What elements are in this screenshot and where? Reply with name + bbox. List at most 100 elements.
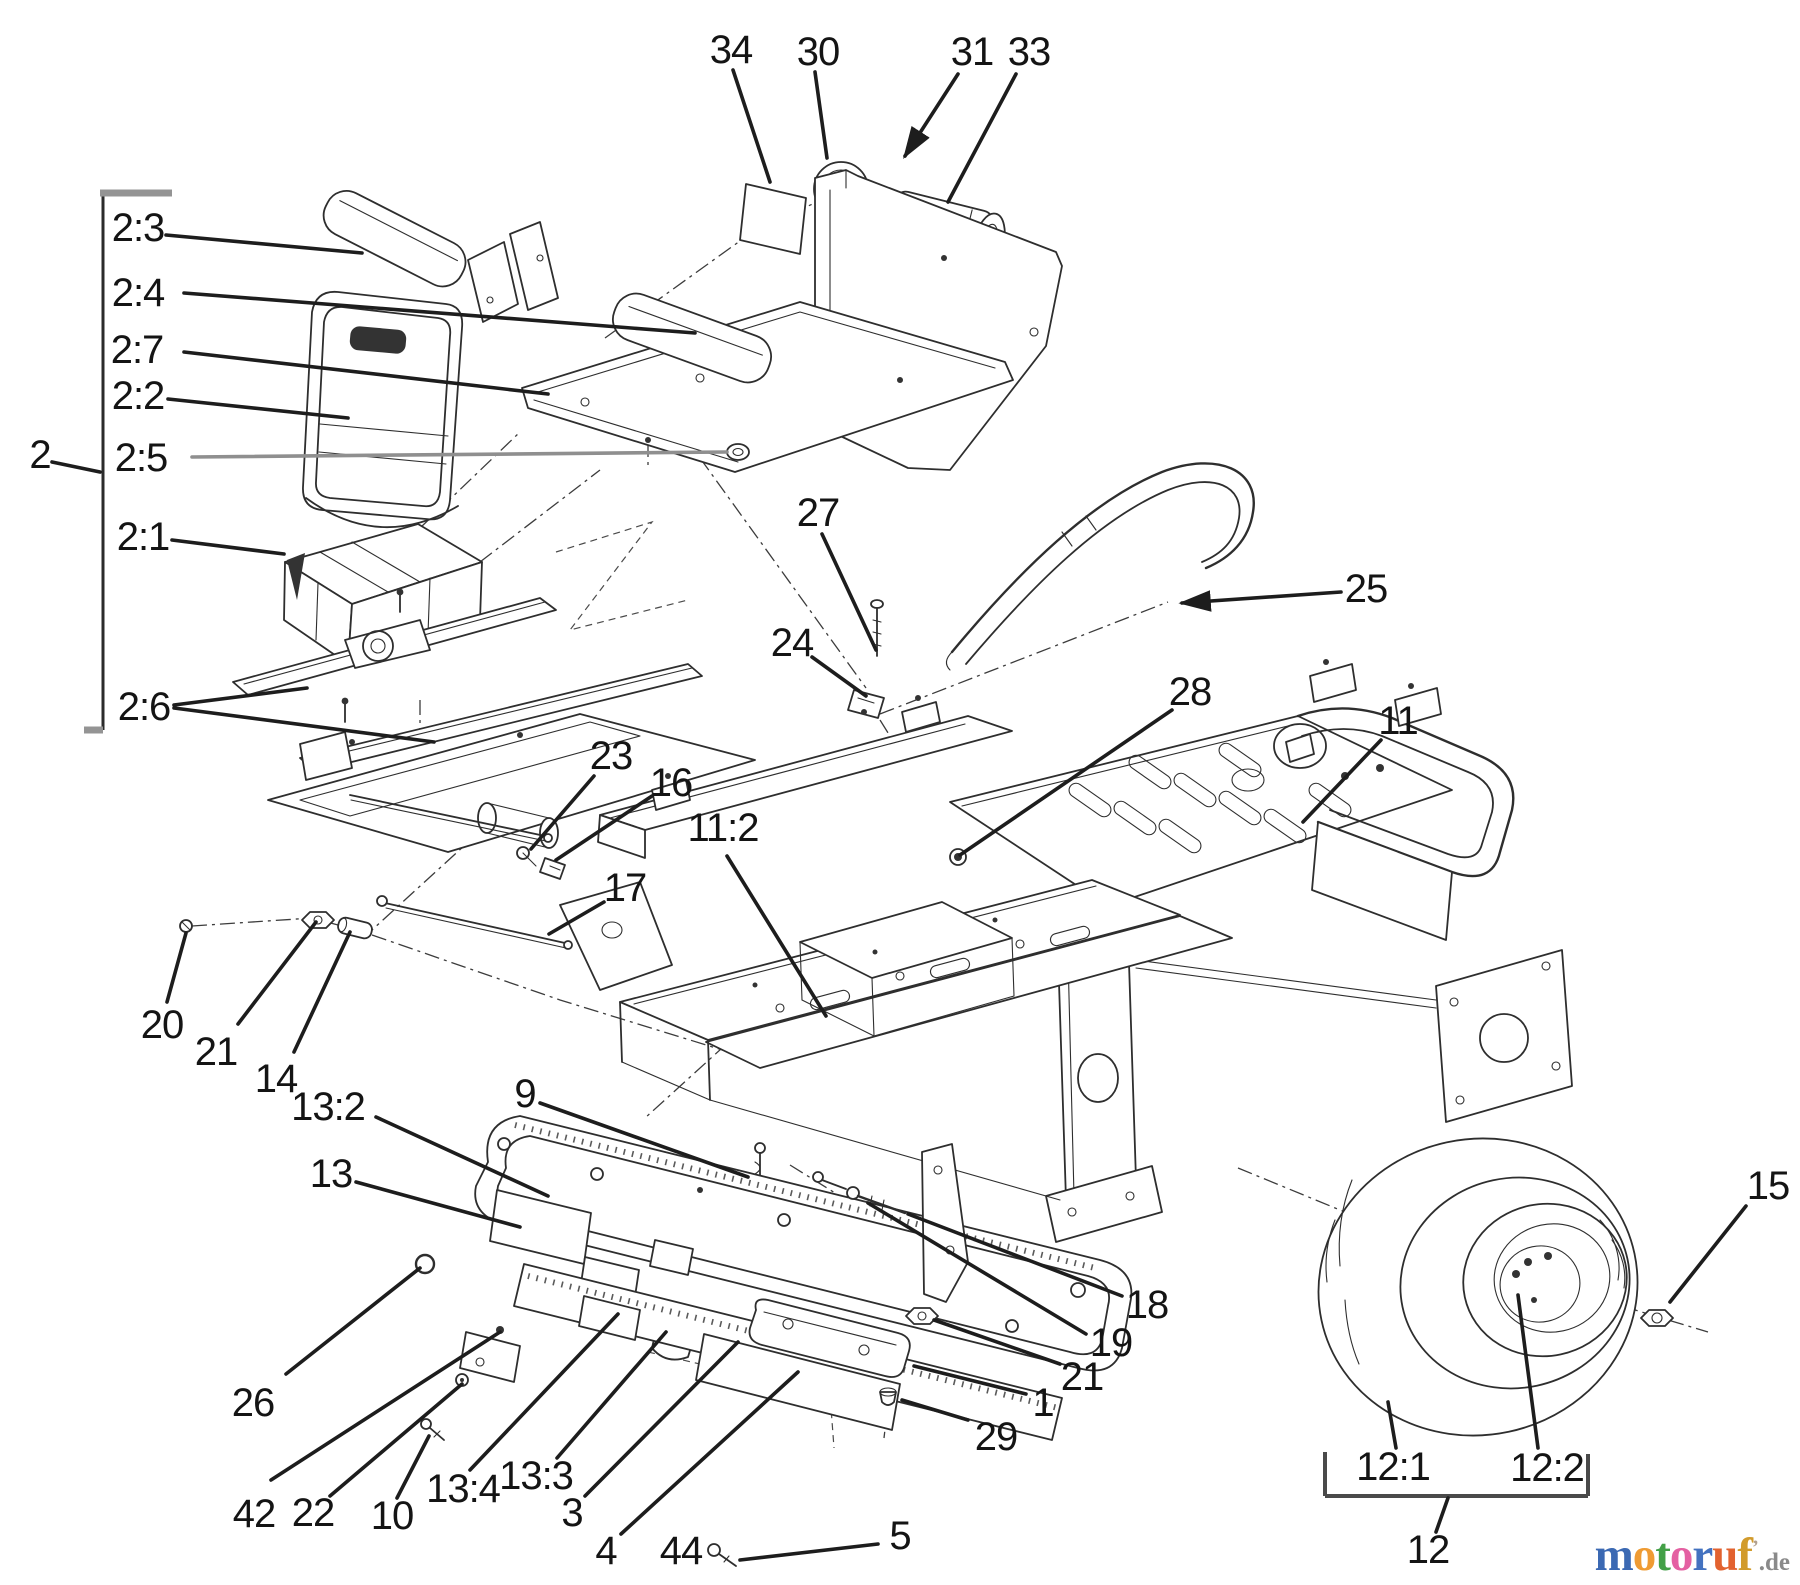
callout-label-10: 10 xyxy=(370,1494,414,1538)
watermark-letter: r xyxy=(1692,1529,1713,1581)
leader-line-2 xyxy=(50,460,102,474)
plug-29-part xyxy=(879,1387,897,1406)
leader-line-42 xyxy=(269,1330,502,1482)
armrest-left-part xyxy=(322,190,467,288)
bumper-loop-part xyxy=(1285,659,1515,878)
nut-21-right-part xyxy=(905,1307,939,1325)
leader-line-2-4 xyxy=(182,291,697,335)
callout-label-13-4: 13:4 xyxy=(426,1467,501,1511)
leader-line-21-left xyxy=(236,920,318,1026)
leader-line-16 xyxy=(554,794,654,862)
leader-line-13-3 xyxy=(555,1330,668,1460)
leader-line-19 xyxy=(866,1201,1088,1336)
lug-nut-15-part xyxy=(1640,1309,1674,1327)
leader-line-10 xyxy=(395,1434,431,1500)
leader-line-1 xyxy=(912,1364,1028,1396)
watermark-letter: u xyxy=(1712,1529,1738,1581)
callout-label-2-2: 2:2 xyxy=(111,374,166,418)
leader-line-3 xyxy=(583,1340,740,1498)
decal-13-4-part xyxy=(578,1295,641,1341)
callout-label-2-7: 2:7 xyxy=(110,328,165,372)
leader-line-22 xyxy=(328,1382,464,1498)
decal-13-3-part xyxy=(695,1333,901,1431)
leader-line-9 xyxy=(538,1101,750,1179)
frame-art xyxy=(559,659,1573,1243)
leader-line-31 xyxy=(903,72,960,160)
callout-label-17: 17 xyxy=(603,866,647,910)
watermark-letter: o xyxy=(1632,1529,1656,1581)
leader-line-29 xyxy=(900,1398,970,1422)
link-rod-upper-part xyxy=(349,794,553,843)
callout-label-13-3: 13:3 xyxy=(499,1454,574,1498)
plate-34-part xyxy=(739,183,807,255)
nut-21-part xyxy=(301,911,335,929)
callout-label-2-6: 2:6 xyxy=(117,685,172,729)
tire-part xyxy=(1317,1137,1639,1437)
watermark-tick: ’ xyxy=(1752,1536,1759,1559)
callout-label-15: 15 xyxy=(1746,1164,1790,1208)
callout-label-30: 30 xyxy=(796,30,840,74)
callout-label-14: 14 xyxy=(254,1057,298,1101)
leader-line-13 xyxy=(354,1180,522,1229)
callout-label-34: 34 xyxy=(709,28,753,72)
clip-16-part xyxy=(539,857,566,880)
leader-line-2-1 xyxy=(170,538,286,556)
group-brackets xyxy=(84,189,1590,1498)
spacer-14-part xyxy=(337,916,373,940)
callout-label-16: 16 xyxy=(649,761,693,805)
callout-label-21-left: 21 xyxy=(194,1030,238,1074)
leader-lines xyxy=(50,68,1748,1562)
callout-label-11-2: 11:2 xyxy=(687,806,760,850)
callout-label-44: 44 xyxy=(659,1529,703,1573)
watermark-letter: f xyxy=(1737,1529,1753,1581)
callout-label-27: 27 xyxy=(796,491,840,535)
armrest-bracket-part xyxy=(467,241,519,323)
watermark-letter: o xyxy=(1669,1529,1693,1581)
callout-label-2: 2 xyxy=(29,433,51,477)
wheel-art xyxy=(1317,1137,1674,1437)
leader-line-2-7 xyxy=(182,350,550,396)
link-rod-17-part xyxy=(376,895,573,950)
front-panel-art xyxy=(414,1115,1133,1567)
leader-line-2-3 xyxy=(164,233,364,255)
leader-line-15 xyxy=(1668,1204,1748,1304)
leader-line-17 xyxy=(547,900,606,936)
callout-label-33: 33 xyxy=(1007,30,1051,74)
leader-line-2-5 xyxy=(190,450,729,459)
callout-label-28: 28 xyxy=(1168,670,1212,714)
callout-label-9: 9 xyxy=(514,1072,536,1116)
leader-line-11-2 xyxy=(725,854,828,1018)
leader-line-20 xyxy=(165,931,188,1004)
leader-line-2-6 xyxy=(172,706,436,744)
leader-line-2-6 xyxy=(172,686,309,707)
cable-art xyxy=(945,462,1255,671)
callout-label-5: 5 xyxy=(889,1514,911,1558)
watermark-letter: t xyxy=(1655,1529,1671,1581)
callout-label-1: 1 xyxy=(1032,1381,1054,1425)
leader-line-12-2 xyxy=(1516,1293,1540,1450)
callout-label-20: 20 xyxy=(140,1003,184,1047)
leader-line-21-right xyxy=(932,1318,1062,1366)
callout-label-12: 12 xyxy=(1406,1528,1450,1572)
callout-label-23: 23 xyxy=(589,734,633,778)
mount-plate-art xyxy=(179,713,756,950)
leader-line-18 xyxy=(906,1212,1124,1298)
callout-label-21-right: 21 xyxy=(1060,1355,1104,1399)
callout-label-18: 18 xyxy=(1125,1283,1169,1327)
watermark-word: motoruf xyxy=(1595,1529,1753,1581)
deck-slots xyxy=(1068,742,1352,854)
leader-line-12-1 xyxy=(1386,1400,1398,1450)
seat-back-part xyxy=(302,290,464,528)
engine-deck-part xyxy=(949,715,1453,907)
leader-line-14 xyxy=(292,930,352,1054)
leader-line-13-4 xyxy=(468,1312,620,1472)
watermark-logo: motoruf’.de xyxy=(1595,1532,1790,1579)
callout-label-2-1: 2:1 xyxy=(116,515,171,559)
leader-line-26 xyxy=(284,1266,422,1376)
callout-label-2-3: 2:3 xyxy=(111,206,166,250)
clamp-24-part xyxy=(847,689,885,719)
pivot-arm-part xyxy=(921,1143,969,1303)
seat-rails-part xyxy=(232,588,703,781)
